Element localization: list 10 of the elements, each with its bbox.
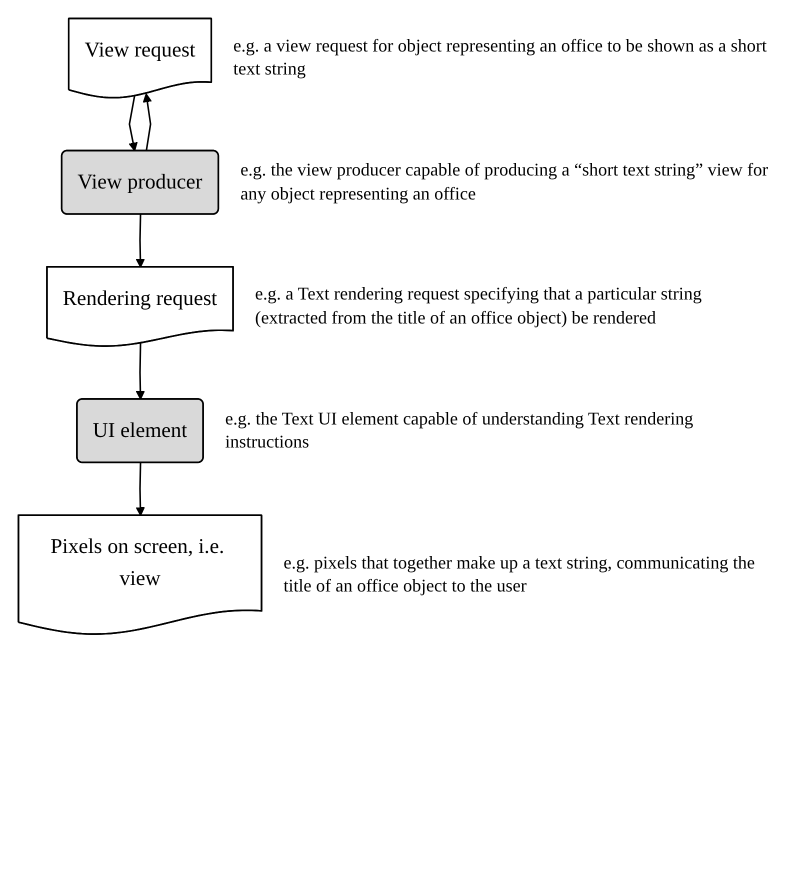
arrow <box>136 462 146 516</box>
arrow <box>136 214 146 268</box>
arrow <box>128 96 138 152</box>
arrow <box>142 93 152 152</box>
annotation-text: e.g. a Text rendering request specifying that a particular string (extracted from the title of an office object) be rendered <box>255 283 703 330</box>
arrow <box>136 343 146 400</box>
annotation-text: e.g. pixels that together make up a text string, communicating the title of an office object to the user <box>284 551 756 598</box>
annotation-text: e.g. a view request for object representing an office to be shown as a short text string <box>233 34 768 82</box>
annotation-text: e.g. the view producer capable of producing a “short text string” view for any object representing an office <box>240 158 770 206</box>
annotation-text: e.g. the Text UI element capable of understanding Text rendering instructions <box>225 407 694 454</box>
